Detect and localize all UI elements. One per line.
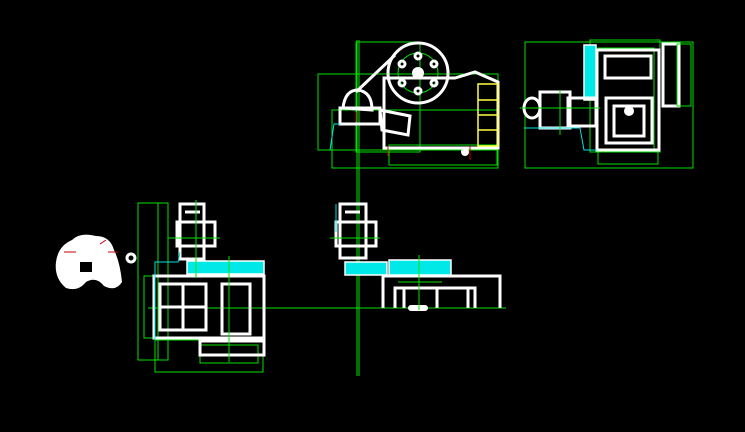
front-elevation-view — [317, 41, 500, 169]
side-elevation-view — [520, 39, 694, 169]
detail-blob — [55, 234, 137, 290]
plan-view-left — [137, 200, 266, 373]
plan-view-right — [330, 202, 502, 311]
